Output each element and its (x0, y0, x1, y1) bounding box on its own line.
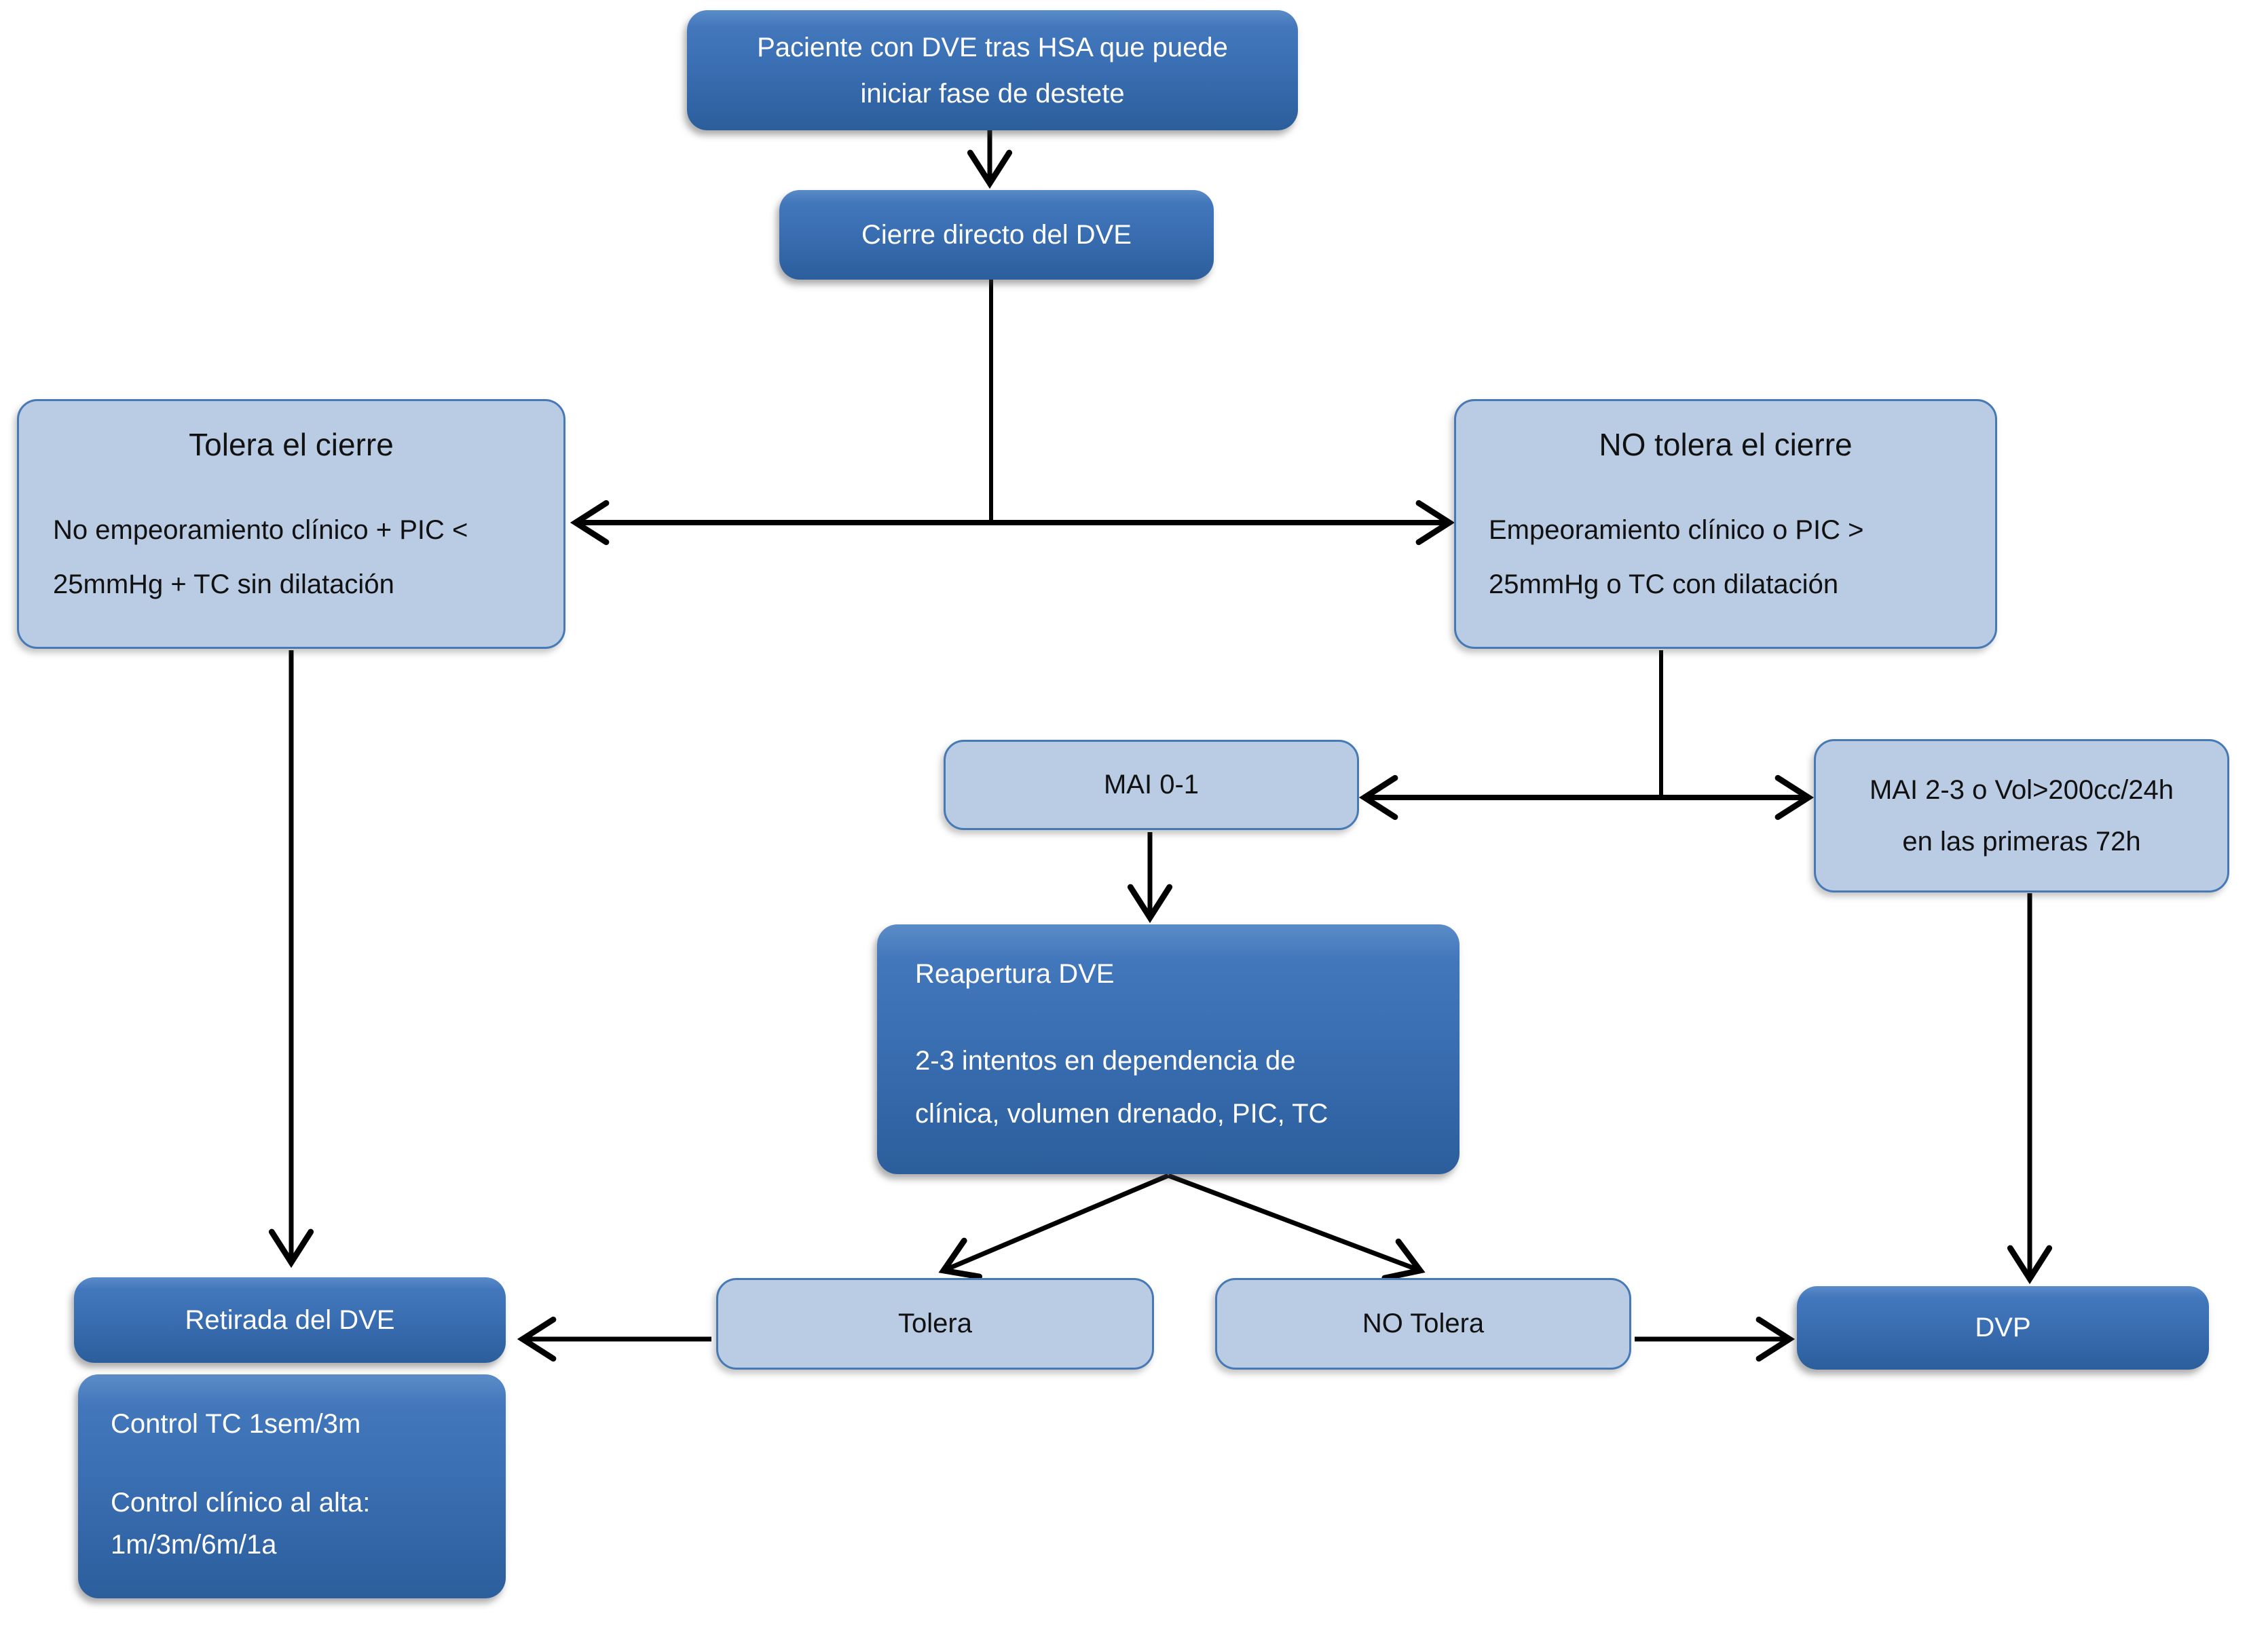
node-text-line: 25mmHg o TC con dilatación (1489, 569, 1839, 599)
node-dvp: DVP (1797, 1286, 2209, 1370)
node-text-line: Control TC 1sem/3m (111, 1409, 361, 1439)
node-mai-2-3-vol: MAI 2-3 o Vol>200cc/24h en las primeras … (1814, 739, 2229, 892)
node-body: 2-3 intentos en dependencia de clínica, … (915, 1034, 1421, 1140)
node-title: Tolera el cierre (189, 427, 394, 462)
node-body: Empeoramiento clínico o PIC > 25mmHg o T… (1489, 503, 1963, 612)
node-control-seguimiento: Control TC 1sem/3m Control clínico al al… (78, 1374, 506, 1598)
node-text-line: 2-3 intentos en dependencia de (915, 1046, 1296, 1076)
node-title: Reapertura DVE (915, 959, 1115, 989)
node-no-tolera-el-cierre: NO tolera el cierre Empeoramiento clínic… (1454, 399, 1997, 649)
node-text-line: MAI 2-3 o Vol>200cc/24h (1869, 775, 2174, 805)
node-text-line: NO Tolera (1362, 1309, 1485, 1338)
node-text-line: No empeoramiento clínico + PIC < (53, 515, 468, 545)
node-text-line: 25mmHg + TC sin dilatación (53, 569, 394, 599)
node-text-line: Control clínico al alta: (111, 1488, 371, 1518)
node-body: No empeoramiento clínico + PIC < 25mmHg … (53, 503, 529, 612)
node-title: NO tolera el cierre (1599, 427, 1853, 462)
node-text-line: en las primeras 72h (1902, 827, 2141, 857)
node-text-line: DVP (1975, 1313, 2031, 1342)
node-text-line: Empeoramiento clínico o PIC > (1489, 515, 1864, 545)
node-text-line: 1m/3m/6m/1a (111, 1530, 277, 1560)
node-paciente-con-dve: Paciente con DVE tras HSA que puede inic… (687, 10, 1298, 130)
node-cierre-directo-dve: Cierre directo del DVE (779, 190, 1214, 280)
arrow-reapertura-to-notolera (1167, 1173, 1426, 1281)
node-retirada-del-dve: Retirada del DVE (74, 1277, 506, 1363)
node-text-line: Paciente con DVE tras HSA que puede (757, 32, 1228, 62)
node-text-line: Tolera (898, 1309, 972, 1338)
node-reapertura-dve: Reapertura DVE 2-3 intentos en dependenc… (877, 924, 1460, 1174)
node-tolera-el-cierre: Tolera el cierre No empeoramiento clínic… (17, 399, 565, 649)
node-text-line: MAI 0-1 (1103, 770, 1200, 800)
node-no-tolera: NO Tolera (1215, 1278, 1631, 1370)
node-text-line: iniciar fase de destete (860, 78, 1125, 109)
node-text-line: Cierre directo del DVE (861, 219, 1132, 250)
node-text-line: Retirada del DVE (185, 1304, 395, 1335)
arrow-reapertura-to-tolera (938, 1173, 1170, 1280)
node-mai-0-1: MAI 0-1 (944, 740, 1359, 830)
node-tolera: Tolera (716, 1278, 1154, 1370)
node-text-line: clínica, volumen drenado, PIC, TC (915, 1099, 1328, 1129)
